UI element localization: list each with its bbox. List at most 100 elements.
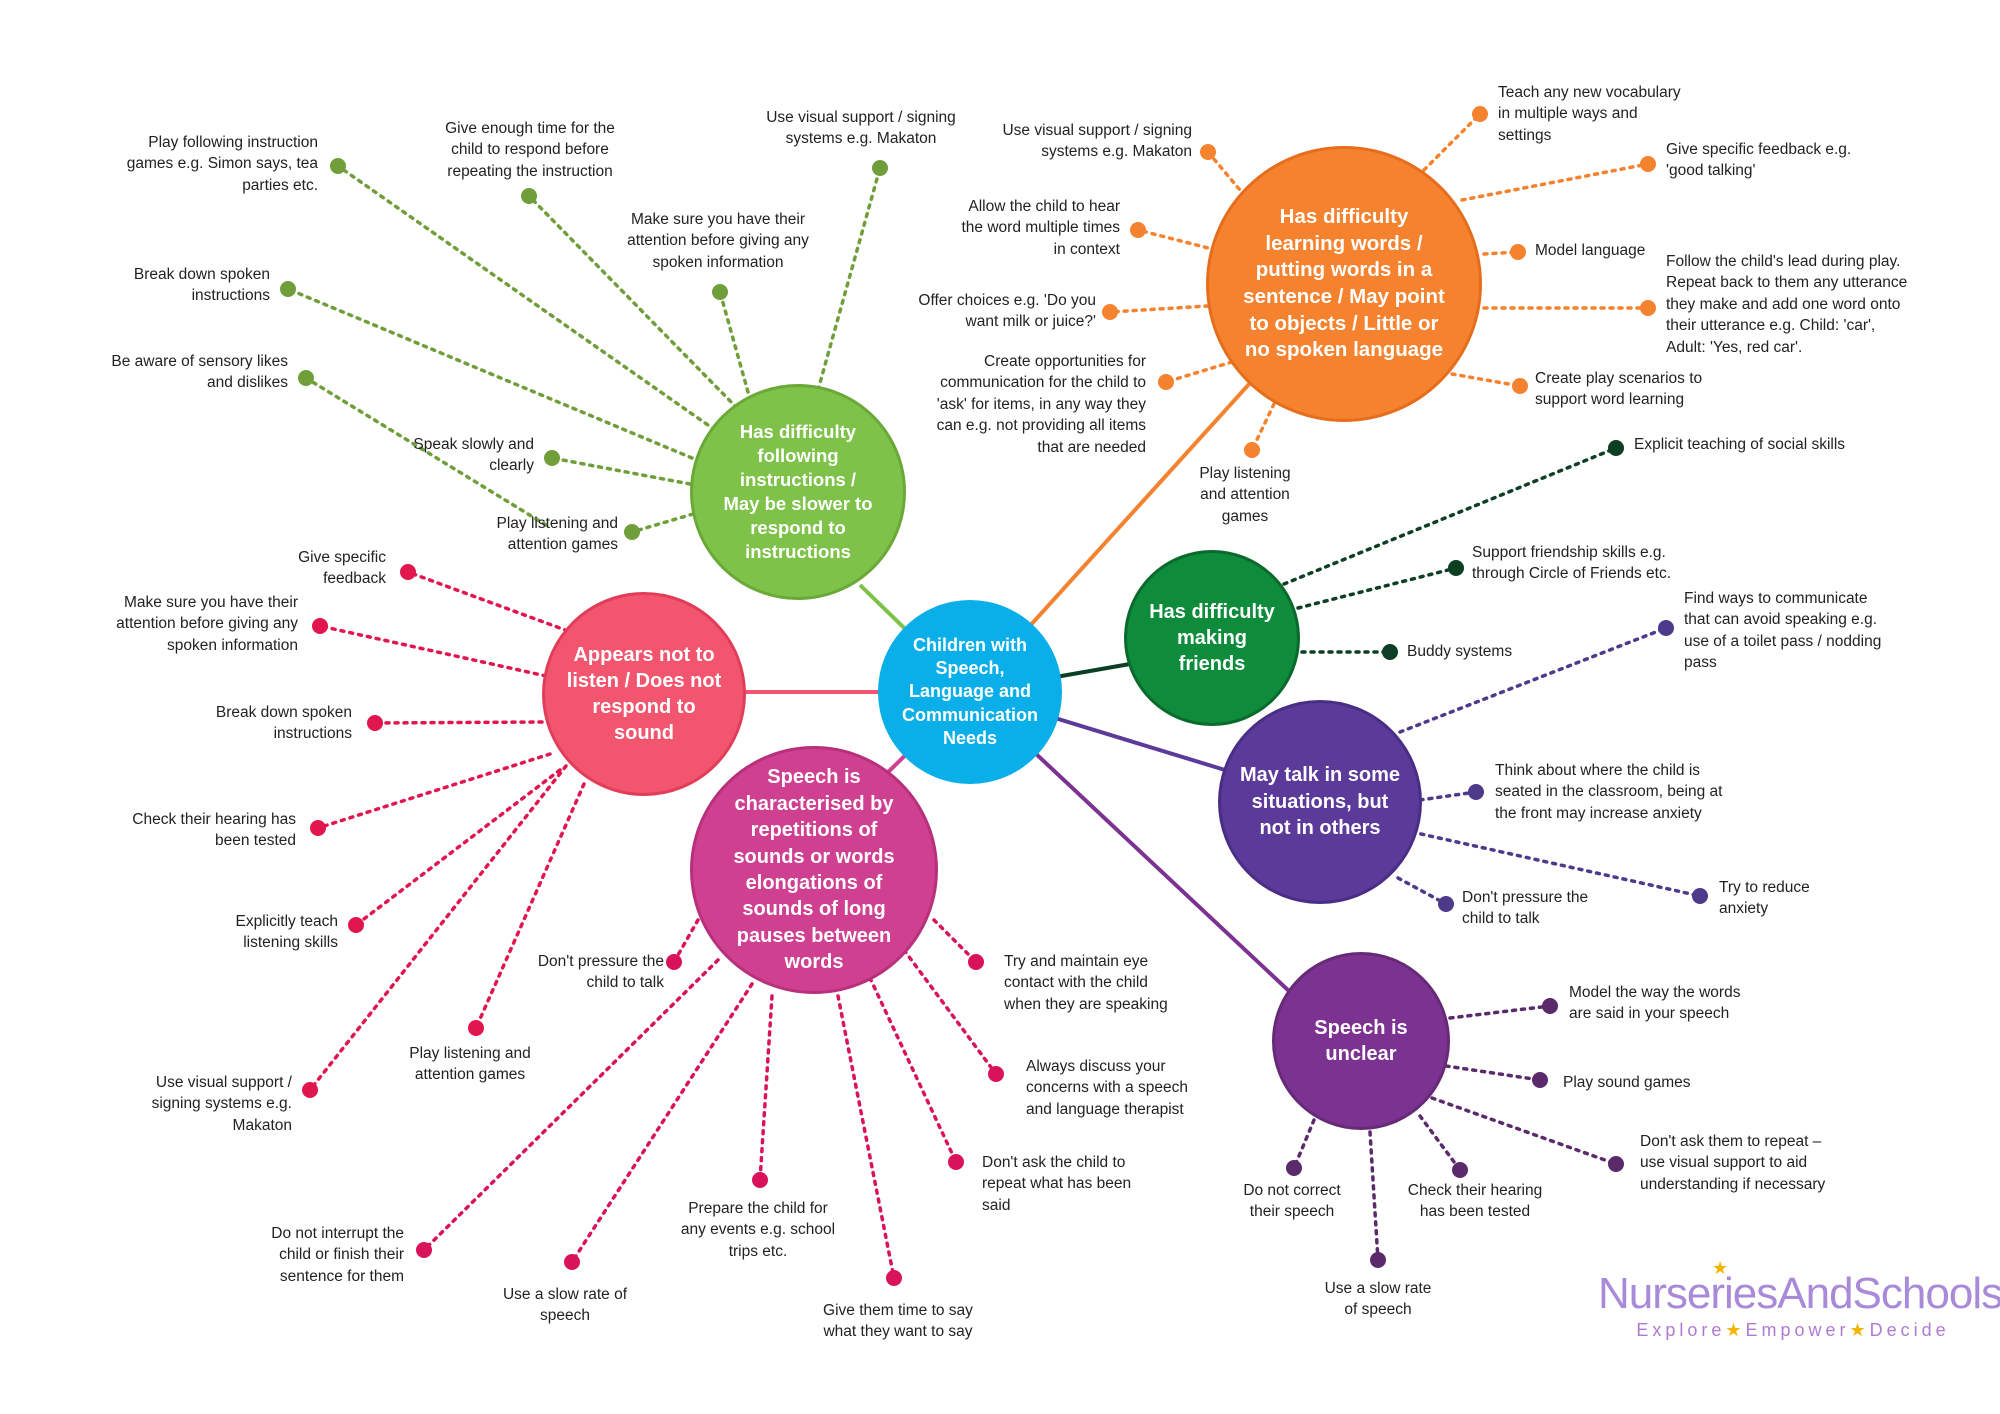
leaf-listen-2: Make sure you have their attention befor… [116, 594, 298, 654]
bullet-dot-instructions-6 [298, 370, 314, 386]
leaf-friends-3: Buddy systems [1407, 643, 1513, 660]
connector-friends-2 [1296, 566, 1458, 610]
logo-star-icon: ★ [1712, 1258, 1729, 1278]
leaf-listen-7: Use visual support / signing systems e.g… [151, 1074, 292, 1134]
branch-label-speech: Speech is characterised by repetitions o… [733, 766, 895, 974]
branch-node-words: Has difficulty learning words / putting … [1206, 146, 1482, 422]
leaf-instructions-5: Break down spoken instructions [133, 266, 270, 305]
leaf-unclear-6: Use a slow rate of speech [1324, 1280, 1432, 1319]
connector-speech-2 [932, 918, 978, 964]
leaf-instructions-4: Make sure you have their attention befor… [627, 211, 809, 271]
connector-unclear-3 [1430, 1096, 1618, 1166]
connector-words-8 [1164, 360, 1234, 384]
leaf-unclear-4: Do not correct their speech [1243, 1182, 1341, 1221]
leaf-speech-8: Give them time to say what they want to … [823, 1302, 973, 1341]
bullet-dot-words-10 [1244, 442, 1260, 458]
connector-words-4 [1136, 228, 1218, 252]
leaf-instructions-3: Use visual support / signing systems e.g… [766, 109, 956, 148]
bullet-dot-friends-2 [1448, 560, 1464, 576]
connector-words-1 [1422, 112, 1482, 172]
bullet-dot-situations-3 [1692, 888, 1708, 904]
bullet-dot-listen-6 [468, 1020, 484, 1036]
connector-speech-8 [836, 994, 896, 1280]
connector-speech-1 [672, 918, 700, 964]
connector-instructions-2 [527, 194, 739, 410]
brand-logo[interactable]: ★ NurseriesAndSchools.org Explore★Empowe… [1598, 1258, 2000, 1352]
connector-listen-2 [318, 624, 548, 678]
tagline-empower: Empower [1745, 1320, 1850, 1340]
leaf-speech-2: Try and maintain eye contact with the ch… [1004, 953, 1168, 1013]
bullet-dot-words-2 [1200, 144, 1216, 160]
connector-instructions-3 [816, 166, 882, 392]
bullet-dot-words-7 [1640, 300, 1656, 316]
leaf-words-3: Give specific feedback e.g. 'good talkin… [1666, 141, 1852, 180]
connector-instructions-5 [286, 287, 694, 460]
bullet-dot-unclear-1 [1542, 998, 1558, 1014]
bullet-dot-words-8 [1158, 374, 1174, 390]
bullet-dot-situations-4 [1438, 896, 1454, 912]
connector-situations-3 [1410, 830, 1702, 898]
connector-unclear-5 [1418, 1114, 1462, 1172]
bullet-dot-speech-2 [968, 954, 984, 970]
leaf-speech-6: Do not interrupt the child or finish the… [271, 1225, 404, 1285]
bullet-dot-speech-4 [948, 1154, 964, 1170]
connector-words-6 [1108, 304, 1210, 314]
bullet-dot-unclear-2 [1532, 1072, 1548, 1088]
leaf-speech-5: Prepare the child for any events e.g. sc… [680, 1200, 836, 1260]
leaf-words-2: Use visual support / signing systems e.g… [1002, 122, 1192, 161]
leaf-situations-3: Try to reduce anxiety [1719, 879, 1810, 918]
connector-unclear-1 [1448, 1004, 1552, 1020]
branch-label-instructions: Has difficulty following instructions / … [723, 420, 873, 563]
bullet-dot-speech-6 [416, 1242, 432, 1258]
bullet-dot-instructions-2 [521, 188, 537, 204]
branch-label-listen: Appears not to listen / Does not respond… [566, 644, 722, 744]
leaf-speech-4: Don't ask the child to repeat what has b… [982, 1154, 1132, 1214]
leaf-situations-1: Find ways to communicate that can avoid … [1684, 590, 1882, 672]
connector-unclear-2 [1444, 1064, 1542, 1082]
branch-node-friends: Has difficulty making friends [1124, 550, 1300, 726]
leaf-words-9: Create play scenarios to support word le… [1535, 370, 1703, 409]
leaf-unclear-5: Check their hearing has been tested [1407, 1182, 1543, 1221]
bullet-dot-listen-2 [312, 618, 328, 634]
branch-node-speech: Speech is characterised by repetitions o… [690, 746, 938, 994]
connector-situations-1 [1398, 626, 1668, 734]
leaf-speech-1: Don't pressure the child to talk [537, 953, 664, 992]
bullet-dot-situations-2 [1468, 784, 1484, 800]
branch-node-situations: May talk in some situations, but not in … [1218, 700, 1422, 904]
bullet-dot-speech-5 [752, 1172, 768, 1188]
leaf-unclear-1: Model the way the words are said in your… [1569, 984, 1741, 1023]
branch-node-listen: Appears not to listen / Does not respond… [542, 592, 746, 796]
leaf-listen-5: Explicitly teach listening skills [235, 913, 338, 952]
leaf-friends-2: Support friendship skills e.g. through C… [1472, 544, 1672, 583]
connector-speech-5 [758, 994, 774, 1182]
bullet-dot-words-5 [1510, 244, 1526, 260]
bullet-dot-instructions-4 [712, 284, 728, 300]
connector-instructions-1 [336, 164, 717, 432]
leaf-unclear-3: Don't ask them to repeat – use visual su… [1640, 1133, 1826, 1193]
leaf-words-8: Create opportunities for communication f… [936, 353, 1146, 456]
connector-listen-4 [316, 752, 552, 830]
bullet-dot-listen-3 [367, 715, 383, 731]
leaf-listen-1: Give specific feedback [298, 549, 386, 588]
branch-label-unclear: Speech is unclear [1314, 1017, 1408, 1065]
bullet-dot-listen-1 [400, 564, 416, 580]
bullet-dot-words-3 [1640, 156, 1656, 172]
branch-label-words: Has difficulty learning words / putting … [1243, 205, 1445, 362]
leaf-listen-3: Break down spoken instructions [215, 704, 352, 743]
leaf-speech-3: Always discuss your concerns with a spee… [1026, 1058, 1188, 1118]
leaf-speech-7: Use a slow rate of speech [502, 1286, 628, 1325]
bullet-dot-situations-1 [1658, 620, 1674, 636]
leaf-listen-6: Play listening and attention games [409, 1045, 531, 1084]
bullet-dot-friends-1 [1608, 440, 1624, 456]
star-icon: ★ [1725, 1320, 1746, 1340]
connector-words-9 [1450, 372, 1522, 388]
bullet-dot-words-9 [1512, 378, 1528, 394]
bullet-dot-unclear-3 [1608, 1156, 1624, 1172]
leaf-instructions-6: Be aware of sensory likes and dislikes [111, 353, 288, 392]
leaf-words-1: Teach any new vocabulary in multiple way… [1498, 84, 1681, 144]
bullet-dot-instructions-3 [872, 160, 888, 176]
bullet-dot-speech-1 [666, 954, 682, 970]
connector-instructions-7 [550, 456, 692, 486]
connector-listen-6 [474, 782, 586, 1030]
